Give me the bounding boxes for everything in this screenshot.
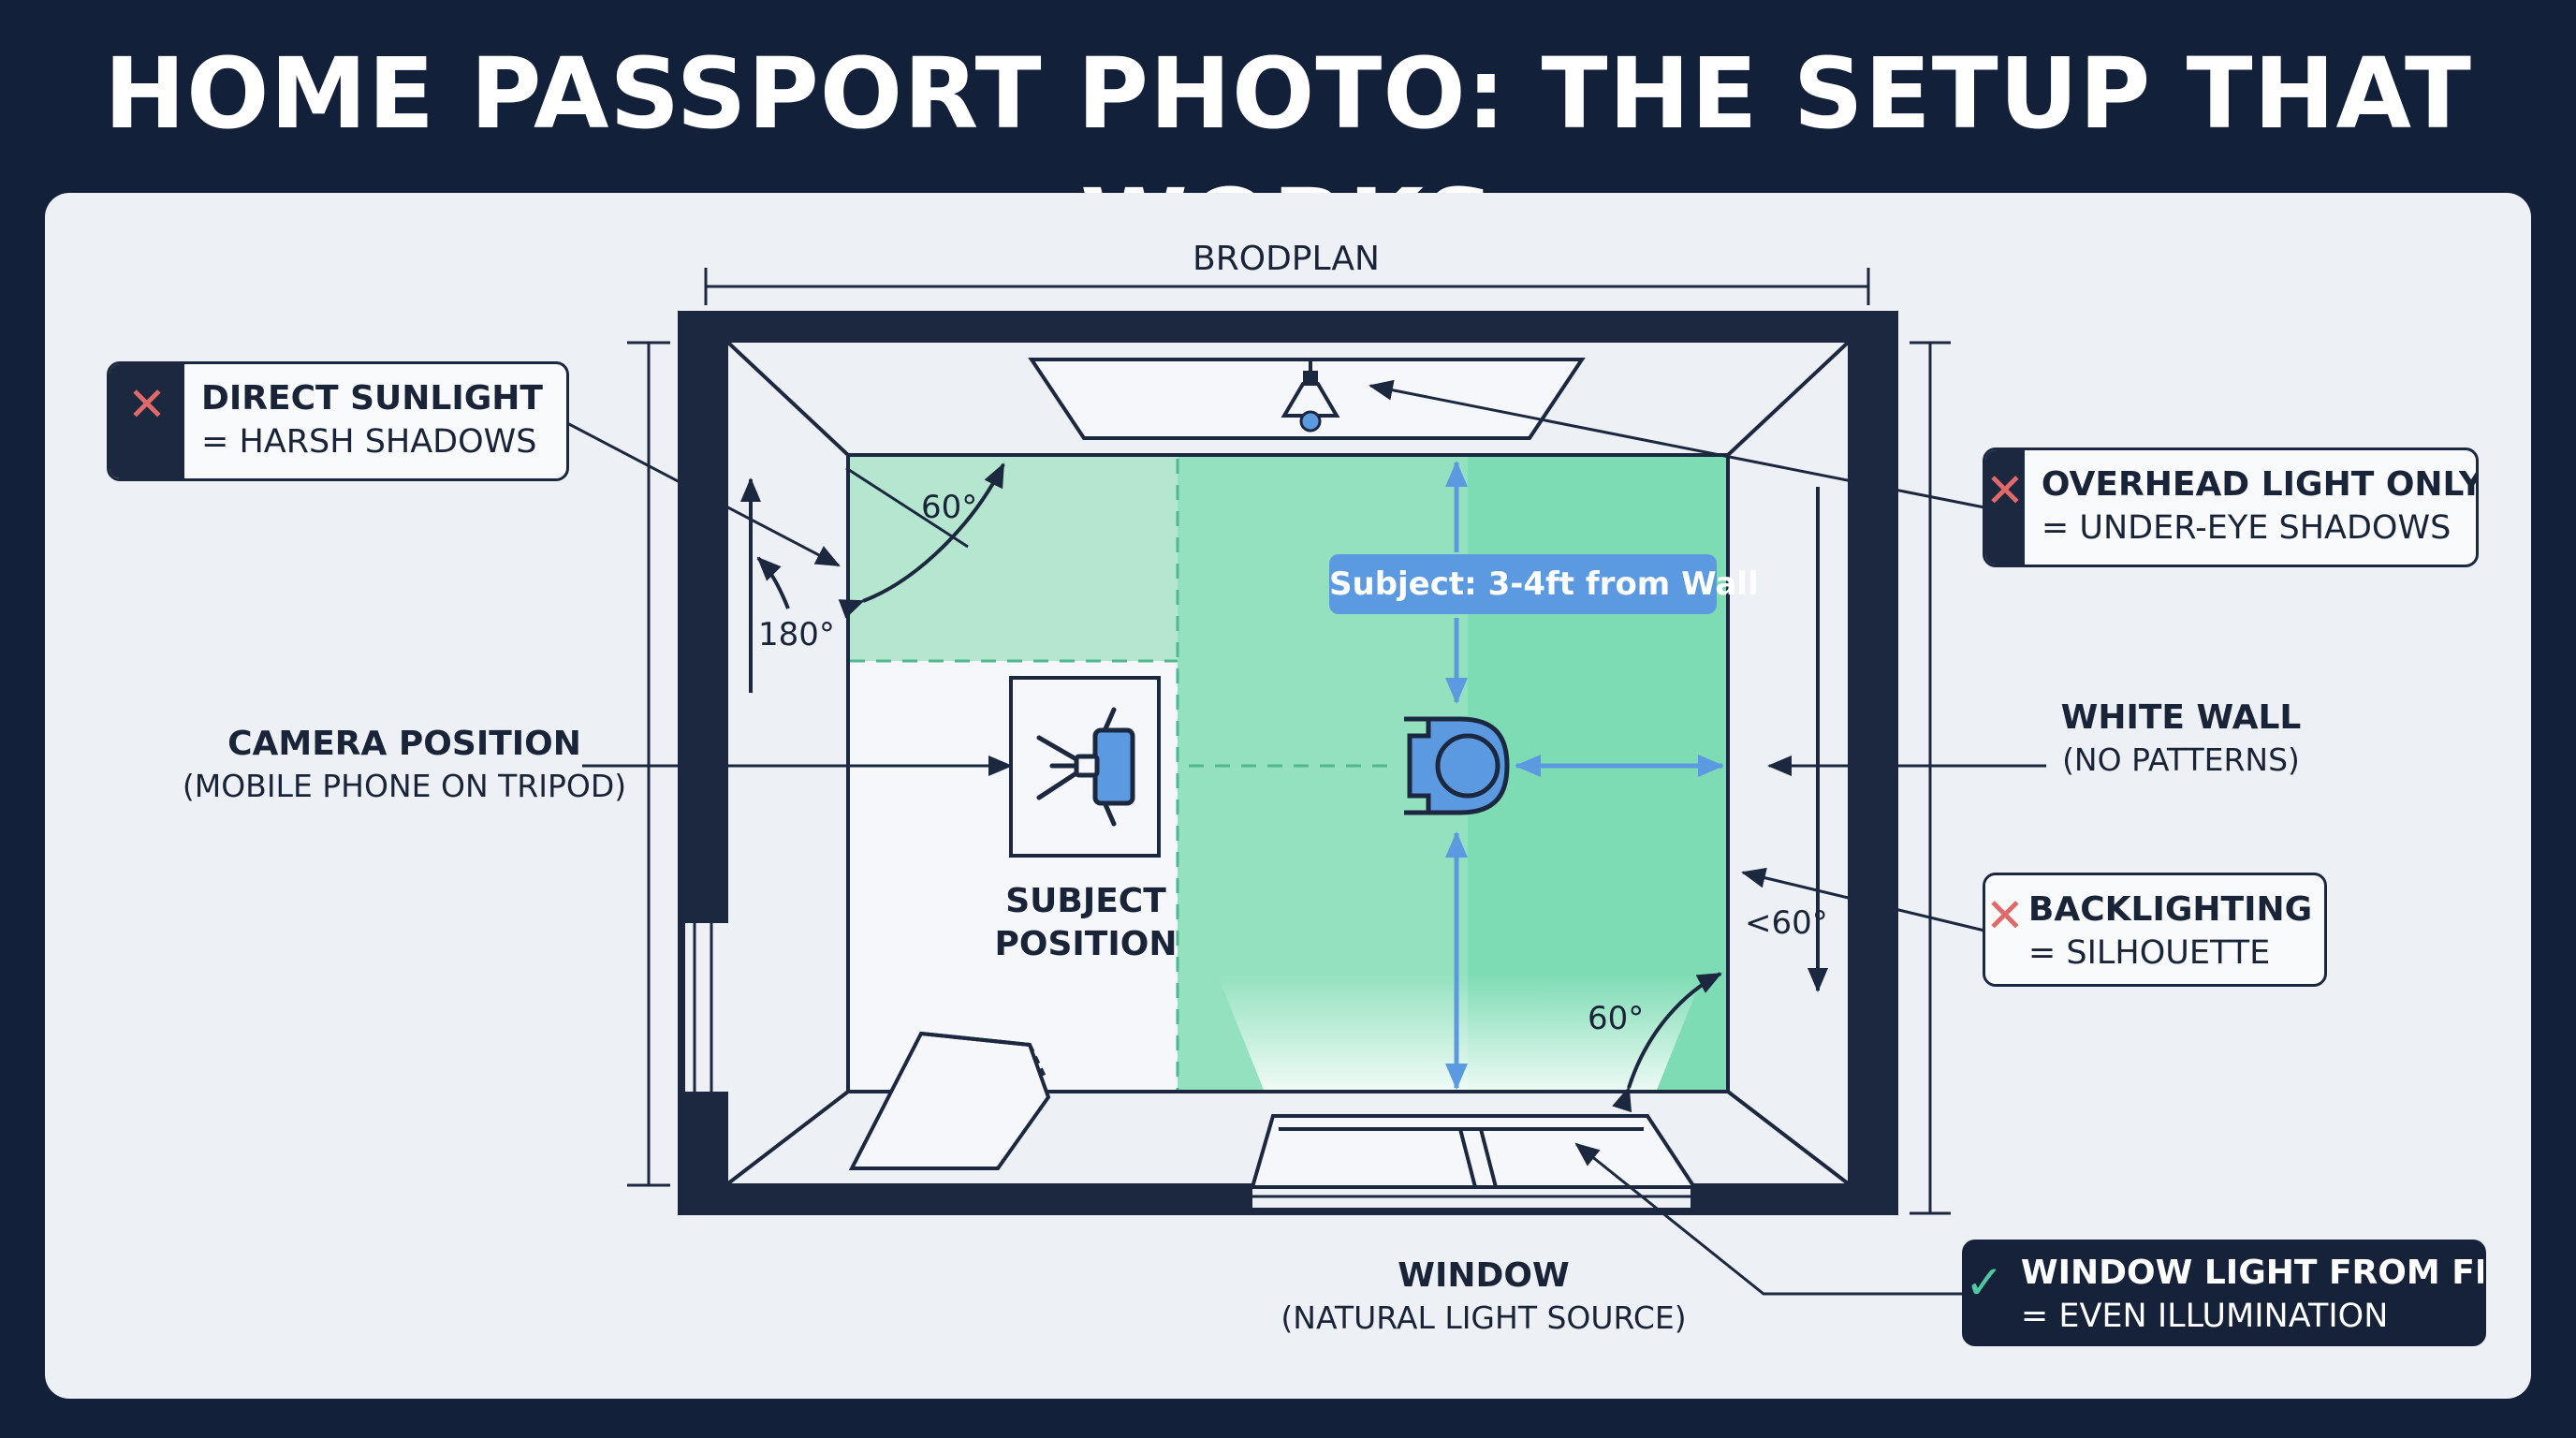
- direct-sunlight-detail: = HARSH SHADOWS: [201, 423, 537, 461]
- chair-outline: [848, 1031, 1051, 1170]
- direct-sunlight-heading: DIRECT SUNLIGHT: [201, 379, 543, 418]
- cross-icon: ✕: [1985, 450, 2025, 565]
- person-topdown-icon: [1404, 716, 1510, 815]
- subject-position-label: SUBJECT POSITION: [973, 880, 1198, 966]
- white-wall-heading: WHITE WALL: [2060, 698, 2302, 737]
- white-wall-label: WHITE WALL (NO PATTERNS): [2050, 697, 2312, 781]
- angle-arcs: [756, 462, 1722, 1113]
- overhead-light-heading: OVERHEAD LIGHT ONLY: [2041, 465, 2479, 504]
- backlighting-heading: BACKLIGHTING: [2027, 890, 2313, 929]
- camera-position-detail: (MOBILE PHONE ON TRIPOD): [182, 768, 627, 804]
- left-dimension-line: [627, 341, 670, 1187]
- backlighting-detail: = SILHOUETTE: [2027, 934, 2271, 972]
- light-green-zone: [850, 457, 1178, 661]
- angle-label-bottom-right: 60°: [1588, 1000, 1645, 1037]
- camera-tripod-icon: [1036, 707, 1135, 827]
- room-wall-bands: [681, 315, 1895, 1211]
- callout-leader-lines: [566, 379, 2046, 1296]
- white-wall-detail: (NO PATTERNS): [2062, 741, 2300, 778]
- window-heading: WINDOW: [1398, 1256, 1570, 1295]
- ceiling-lamp-icon: [1281, 361, 1340, 433]
- window-light-beam: [1217, 974, 1704, 1090]
- floorplan-label: BRODPLAN: [1193, 240, 1380, 278]
- check-icon: ✓: [1965, 1242, 2004, 1343]
- subject-distance-badge: Subject: 3-4ft from Wall: [1329, 554, 1759, 614]
- bottom-window-frame: [1252, 1195, 1690, 1211]
- cross-icon: ✕: [1985, 875, 2025, 984]
- backlighting-callout: ✕ BACKLIGHTING = SILHOUETTE: [1983, 873, 2327, 987]
- window-light-heading: WINDOW LIGHT FROM FRONT: [2020, 1254, 2483, 1292]
- left-window-frame: [693, 923, 713, 1092]
- subject-distance-arrows: [1445, 461, 1724, 1090]
- angle-label-backlight: <60°: [1745, 904, 1828, 942]
- right-dimension-line: [1910, 341, 1951, 1215]
- overhead-light-detail: = UNDER-EYE SHADOWS: [2041, 509, 2452, 547]
- window-light-callout: ✓ WINDOW LIGHT FROM FRONT = EVEN ILLUMIN…: [1962, 1240, 2486, 1346]
- angle-label-top-left: 60°: [921, 489, 978, 526]
- camera-position-label: CAMERA POSITION (MOBILE PHONE ON TRIPOD): [178, 723, 631, 807]
- top-dimension-line: [704, 268, 1870, 305]
- subject-position-line1: SUBJECT: [1005, 882, 1166, 920]
- camera-position-heading: CAMERA POSITION: [227, 725, 581, 763]
- bottom-window: [1250, 1114, 1698, 1189]
- direct-sunlight-callout: ✕ DIRECT SUNLIGHT = HARSH SHADOWS: [107, 361, 569, 481]
- room-perspective-lines: [726, 341, 1850, 1185]
- subject-position-line2: POSITION: [994, 925, 1178, 963]
- cross-icon: ✕: [110, 364, 184, 478]
- overhead-light-callout: ✕ OVERHEAD LIGHT ONLY = UNDER-EYE SHADOW…: [1983, 448, 2479, 567]
- window-label: WINDOW (NATURAL LIGHT SOURCE): [1254, 1255, 1713, 1339]
- window-light-detail: = EVEN ILLUMINATION: [2020, 1298, 2389, 1335]
- angle-label-left-wall: 180°: [758, 616, 835, 653]
- window-detail: (NATURAL LIGHT SOURCE): [1281, 1299, 1687, 1336]
